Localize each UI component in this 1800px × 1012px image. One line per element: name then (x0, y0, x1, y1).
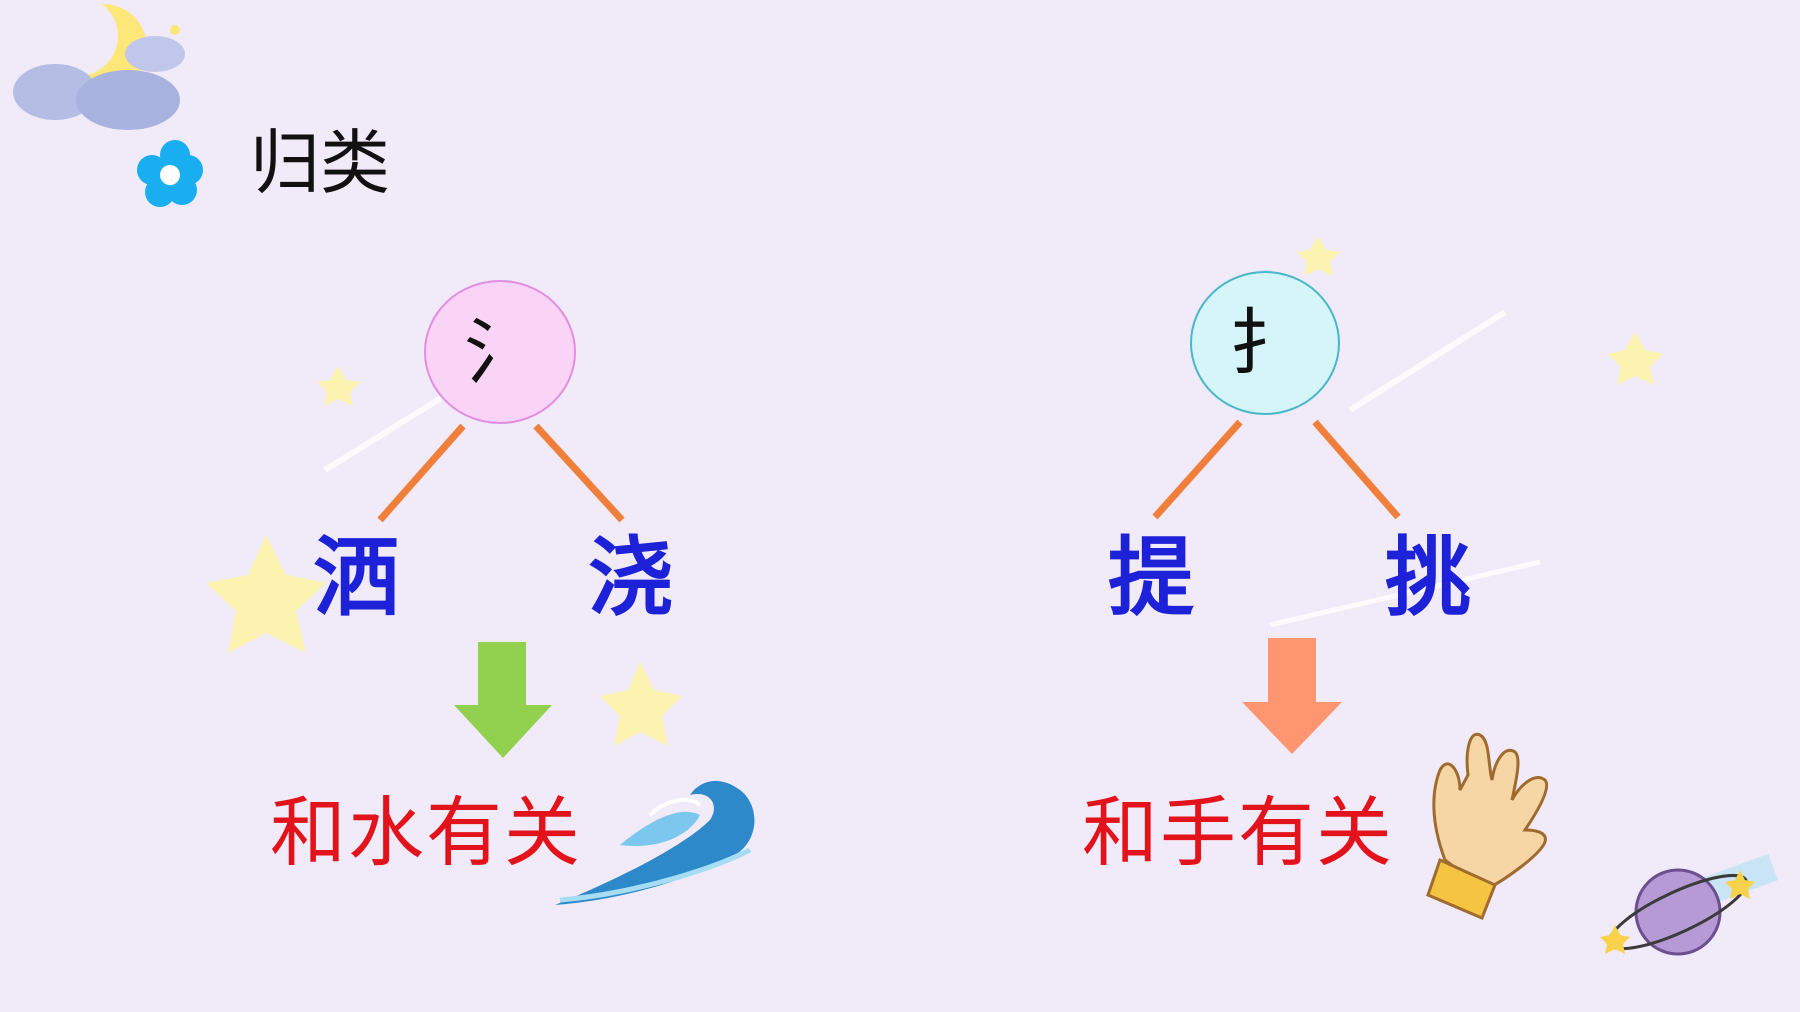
hand-icon (1426, 732, 1549, 920)
radical-node-water: 氵 (424, 280, 576, 424)
radical-node-hand: 扌 (1190, 271, 1340, 415)
meaning-hand: 和手有关 (1082, 788, 1394, 877)
meaning-water: 和水有关 (270, 788, 582, 877)
branch-line (533, 423, 625, 523)
branch-line (377, 423, 466, 523)
down-arrow-icon (1242, 638, 1342, 754)
planet-icon (1600, 853, 1778, 956)
character-sa: 洒 (313, 528, 399, 628)
flower-bullet-icon (137, 140, 203, 207)
down-arrow-icon (454, 642, 552, 758)
radical-label: 扌 (1228, 301, 1301, 385)
moon-cloud-icon (13, 0, 185, 130)
star-icon (206, 236, 1663, 746)
radical-label: 氵 (463, 310, 536, 394)
branch-line (1312, 419, 1401, 520)
wave-icon (555, 780, 755, 905)
character-ti: 提 (1108, 528, 1194, 628)
branch-line (1152, 419, 1243, 520)
character-jiao: 浇 (588, 528, 674, 628)
character-tiao: 挑 (1385, 528, 1471, 628)
streak (1269, 559, 1541, 628)
page-title: 归类 (250, 122, 390, 204)
streak (1348, 309, 1507, 413)
